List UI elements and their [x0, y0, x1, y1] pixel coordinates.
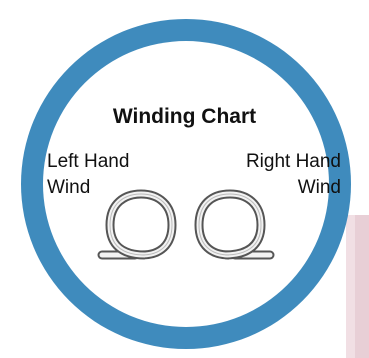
left-hand-wind-spring-icon — [102, 194, 172, 255]
right-hand-wind-spring-icon — [199, 194, 270, 255]
